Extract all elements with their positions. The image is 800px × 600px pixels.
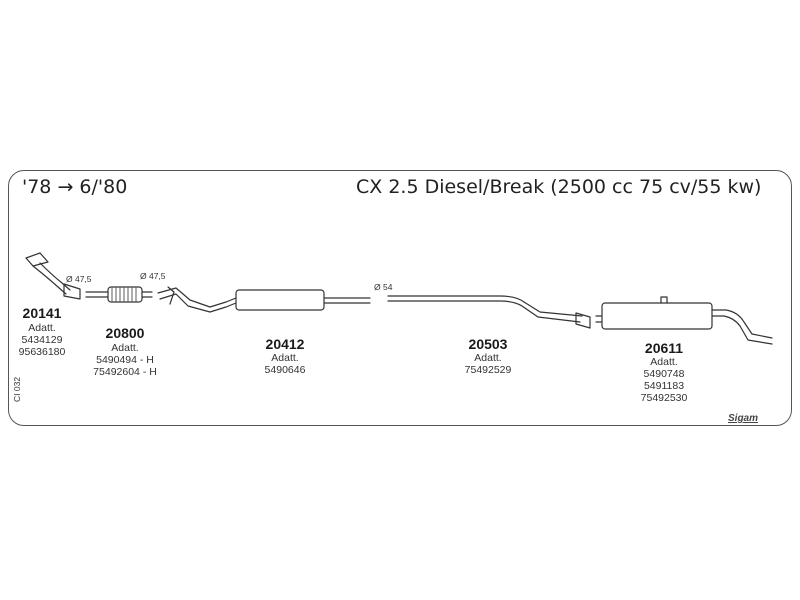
diameter-label-3: Ø 54 — [374, 282, 393, 292]
part-ref: 75492529 — [464, 364, 512, 376]
rear-muffler-20611 — [595, 296, 773, 345]
model-title: CX 2.5 Diesel/Break (2500 cc 75 cv/55 kw… — [356, 176, 762, 198]
part-label: Adatt. — [28, 322, 56, 334]
diagram-frame — [8, 170, 792, 426]
diameter-label-2: Ø 47,5 — [140, 271, 166, 281]
intermediate-pipe-20503 — [387, 295, 591, 329]
part-ref: 75492604 - H — [93, 366, 157, 378]
part-number-20503: 20503 — [468, 336, 508, 352]
front-muffler-20412 — [157, 286, 371, 313]
part-ref: 5434129 — [21, 334, 63, 346]
flex-pipe-20800 — [85, 286, 153, 303]
part-label: Adatt. — [650, 356, 678, 368]
catalog-code: CI 032 — [12, 376, 22, 402]
date-range: '78 → 6/'80 — [22, 176, 128, 198]
part-number-20141: 20141 — [22, 305, 62, 321]
part-ref: 5490748 — [643, 368, 685, 380]
brand-logo: Sigam — [728, 413, 759, 424]
part-ref: 75492530 — [640, 392, 688, 404]
part-label: Adatt. — [271, 352, 299, 364]
part-ref: 5490494 - H — [96, 354, 154, 366]
part-number-20611: 20611 — [644, 340, 684, 356]
part-ref: 5490646 — [264, 364, 306, 376]
part-ref: 95636180 — [18, 346, 66, 358]
part-label: Adatt. — [474, 352, 502, 364]
part-number-20412: 20412 — [265, 336, 305, 352]
part-ref: 5491183 — [643, 380, 685, 392]
front-pipe-20141 — [25, 252, 81, 300]
part-label: Adatt. — [111, 342, 139, 354]
diameter-label-1: Ø 47,5 — [66, 274, 92, 284]
part-number-20800: 20800 — [105, 325, 145, 341]
